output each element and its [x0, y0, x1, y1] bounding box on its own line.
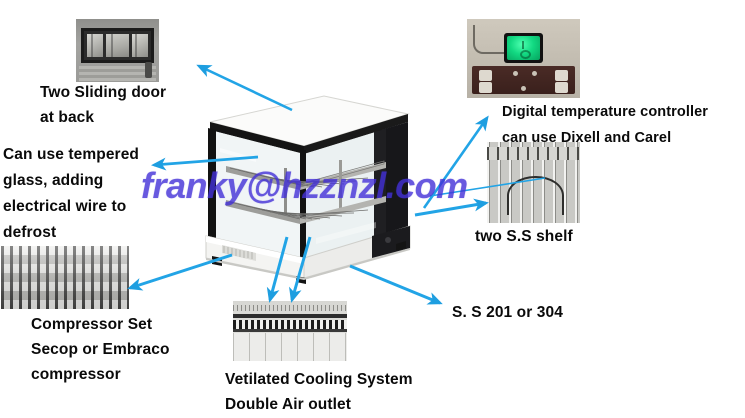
arrow-ss-shelf	[414, 198, 489, 217]
showcase-drawing	[205, 95, 411, 284]
arrow-tempered-glass	[151, 155, 259, 171]
vent-fins	[233, 319, 347, 330]
label-sliding-door-line2: at back	[40, 109, 95, 126]
compressor-grille-photo	[1, 246, 129, 309]
door-knob	[144, 62, 152, 79]
display-showcase-illustration	[196, 88, 416, 284]
controller-button-up	[478, 69, 492, 81]
door-pane-middle	[106, 33, 129, 58]
controller-photo	[467, 19, 580, 98]
door-pane-left	[86, 33, 104, 58]
label-compressor-line2: Secop or Embraco	[31, 341, 170, 358]
controller-panel	[471, 65, 576, 95]
label-tempered-glass-line4: defrost	[3, 224, 57, 241]
label-compressor-line3: compressor	[31, 366, 121, 383]
label-controller-line2: can use Dixell and Carel	[502, 130, 672, 146]
arrow-ss-shelf-guide	[429, 177, 546, 197]
controller-button-set	[555, 69, 569, 81]
ss-shelf-photo	[487, 142, 580, 223]
green-rocker-switch	[504, 33, 543, 64]
arrow-temperature-controller	[422, 115, 489, 209]
shelf-header	[487, 146, 580, 160]
arrow-ventilated-cooling-2	[289, 236, 312, 303]
label-tempered-glass-line2: glass, adding	[3, 172, 104, 189]
arrow-compressor	[127, 253, 233, 291]
label-tempered-glass-line1: Can use tempered	[3, 146, 139, 163]
vent-dark-band-1	[233, 314, 347, 319]
arrow-stainless-steel	[349, 264, 443, 305]
vent-panels	[233, 333, 347, 361]
shelf-arc	[507, 176, 564, 216]
controller-led-1	[513, 70, 519, 76]
door-pane-right	[131, 33, 148, 58]
vent-dark-band-2	[233, 329, 347, 332]
label-compressor-line1: Compressor Set	[31, 316, 153, 333]
controller-led-3	[521, 86, 527, 92]
label-ss-shelf: two S.S shelf	[475, 228, 573, 245]
label-sliding-door-line1: Two Sliding door	[40, 84, 167, 101]
controller-led-2	[531, 70, 537, 76]
label-tempered-glass-line3: electrical wire to	[3, 198, 127, 215]
controller-button-down	[478, 81, 492, 93]
door-frame	[80, 27, 154, 64]
vent-top-strip	[233, 304, 347, 311]
label-ventilated-line2: Double Air outlet	[225, 396, 351, 413]
arrow-sliding-door	[196, 64, 293, 112]
arrow-ventilated-cooling-1	[266, 236, 289, 303]
sliding-door-photo	[76, 19, 159, 82]
watermark-email: franky@hzznzl.com	[141, 165, 468, 206]
label-stainless-steel: S. S 201 or 304	[452, 304, 563, 321]
label-ventilated-line1: Vetilated Cooling System	[225, 371, 413, 388]
controller-button-defrost	[555, 81, 569, 93]
grille-shading	[1, 246, 129, 309]
ventilated-cooling-photo	[233, 301, 347, 361]
door-base	[79, 65, 156, 81]
power-cord	[472, 25, 505, 55]
label-controller-line1: Digital temperature controller	[502, 104, 709, 120]
